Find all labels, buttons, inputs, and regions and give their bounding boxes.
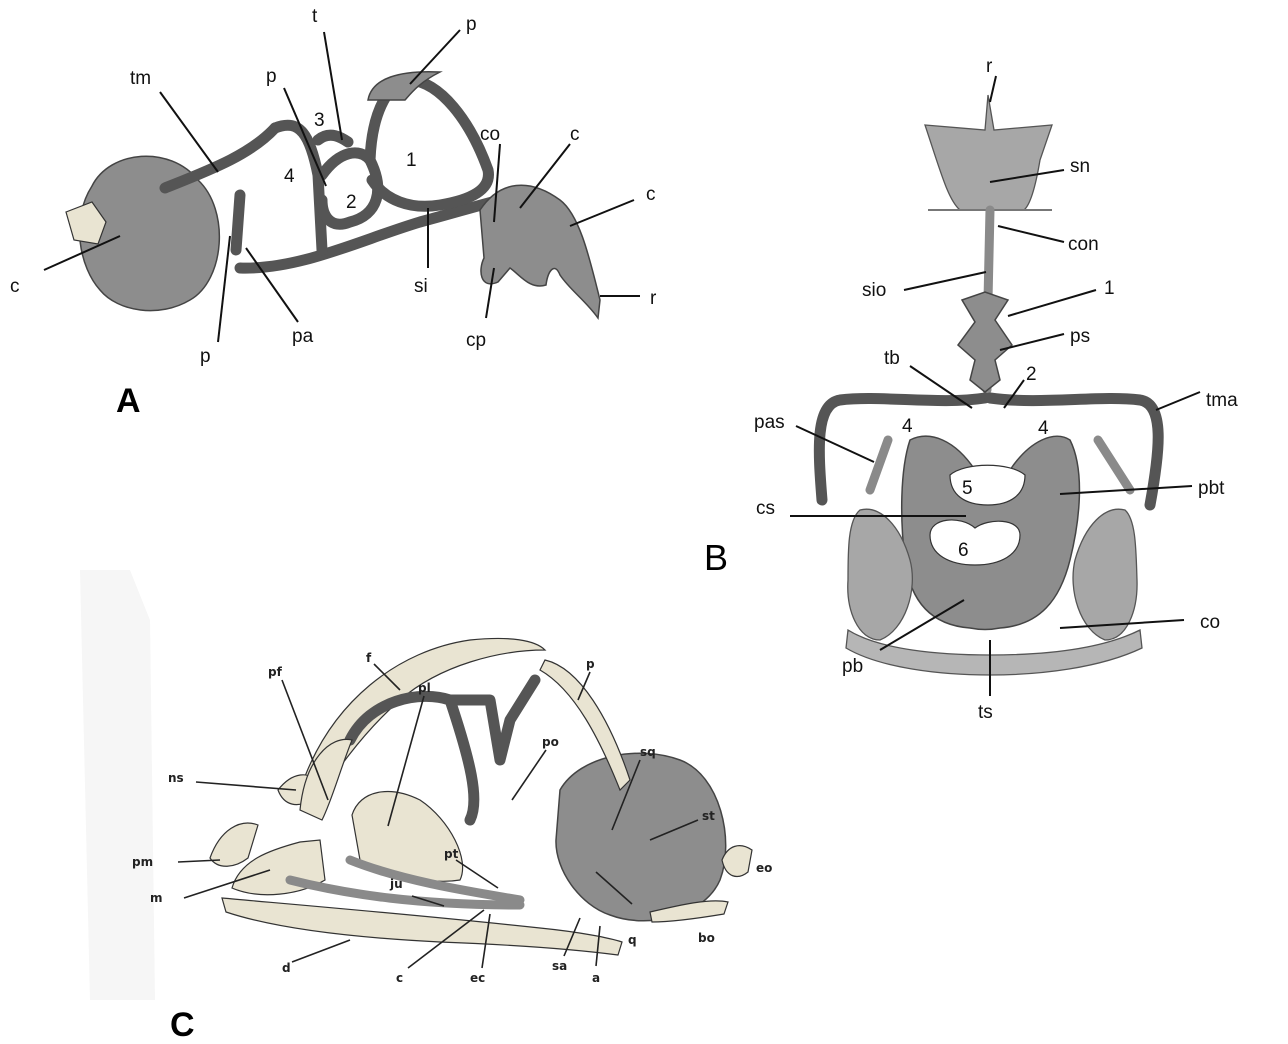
panel-c-exoccipital (722, 846, 752, 877)
label-a-r: r (650, 288, 657, 309)
label-c-pt: pt (444, 847, 459, 861)
label-c-bo: bo (698, 931, 715, 945)
label-b-cs: cs (756, 498, 775, 519)
label-b-5: 5 (962, 478, 973, 499)
label-b-4-right: 4 (1038, 418, 1049, 439)
label-a-c-left: c (10, 276, 20, 297)
panel-c-drawing (80, 570, 752, 1000)
label-c-q: q (628, 933, 637, 947)
panel-c-otic-capsule (556, 753, 726, 921)
leader-b-1 (1008, 290, 1096, 316)
label-c-c: c (396, 971, 403, 985)
leader-b-r (990, 76, 996, 102)
panel-c-prefrontal (300, 739, 352, 820)
label-a-t: t (312, 6, 318, 27)
label-b-con: con (1068, 234, 1099, 255)
panel-b-pila-antotica-right (1098, 440, 1130, 490)
panel-a-cornu-process (480, 185, 600, 318)
leader-a-p-top (410, 30, 460, 84)
leader-a-c-right (570, 200, 634, 226)
label-a-c-mid: c (570, 124, 580, 145)
label-c-d: d (282, 961, 291, 975)
panel-c-letter: C (170, 1006, 195, 1044)
label-c-eo: eo (756, 861, 772, 875)
leader-b-pas (796, 426, 874, 462)
label-a-p-top: p (466, 14, 477, 35)
label-b-pbt: pbt (1198, 478, 1225, 499)
label-c-ju: ju (389, 877, 403, 891)
label-a-si: si (414, 276, 428, 297)
label-c-po: po (542, 735, 559, 749)
label-a-window-4: 4 (284, 166, 295, 187)
label-b-2: 2 (1026, 364, 1037, 385)
label-a-pa: pa (292, 326, 314, 347)
label-a-co: co (480, 124, 500, 145)
panel-a-pila-antotica (236, 195, 240, 250)
label-a-p-bottom: p (200, 346, 211, 367)
leader-c-po (512, 750, 546, 800)
label-c-sq: sq (640, 745, 656, 759)
panel-c-dentary (222, 898, 622, 955)
label-c-ns: ns (168, 771, 184, 785)
panel-a-letter: A (116, 382, 141, 420)
label-b-4-left: 4 (902, 416, 913, 437)
label-b-co: co (1200, 612, 1220, 633)
label-b-sn: sn (1070, 156, 1090, 177)
label-b-ts: ts (978, 702, 993, 723)
panel-b-pila-antotica-left (870, 440, 888, 490)
label-a-window-2: 2 (346, 192, 357, 213)
label-b-6: 6 (958, 540, 969, 561)
leader-c-d (292, 940, 350, 962)
label-a-cp: cp (466, 330, 486, 351)
panel-b-planum (958, 292, 1012, 392)
label-c-st: st (702, 809, 715, 823)
leader-b-con (998, 226, 1064, 242)
label-c-ec: ec (470, 971, 485, 985)
label-a-p-mid: p (266, 66, 277, 87)
label-b-1: 1 (1104, 278, 1115, 299)
label-c-p: p (586, 657, 595, 671)
label-b-tb: tb (884, 348, 900, 369)
label-a-window-3: 3 (314, 110, 325, 131)
leader-a-p-bottom (218, 236, 230, 342)
label-c-a: a (592, 971, 600, 985)
label-c-pl: pl (418, 681, 431, 695)
panel-a-window-3 (318, 135, 348, 142)
label-b-tma: tma (1206, 390, 1238, 411)
label-c-pf: pf (268, 665, 283, 679)
panel-c-scan-shade (80, 570, 155, 1000)
label-b-sio: sio (862, 280, 886, 301)
label-a-c-right: c (646, 184, 656, 205)
label-c-m: m (150, 891, 163, 905)
panel-b-otic-capsule-right (1073, 509, 1137, 640)
label-c-f: f (366, 651, 372, 665)
label-c-pm: pm (132, 855, 153, 869)
leader-b-tma (1156, 392, 1200, 410)
panel-b-drawing (819, 95, 1158, 675)
label-b-pas: pas (754, 412, 785, 433)
leader-a-t (324, 32, 342, 140)
leader-b-sio (904, 272, 986, 290)
label-b-pb: pb (842, 656, 863, 677)
panel-a-drawing (66, 72, 600, 318)
panel-a-taenia-marginalis (165, 128, 275, 188)
label-b-ps: ps (1070, 326, 1090, 347)
panel-b-letter: B (704, 537, 728, 578)
label-c-sa: sa (552, 959, 567, 973)
panel-b-nasal-capsule (925, 95, 1052, 210)
label-a-window-1: 1 (406, 150, 417, 171)
label-a-tm: tm (130, 68, 151, 89)
label-b-r: r (986, 56, 993, 77)
